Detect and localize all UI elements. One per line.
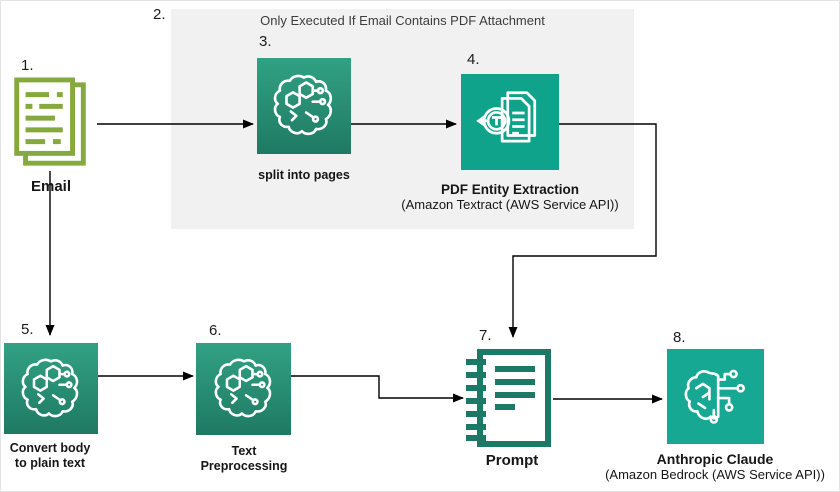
step-number-2: 2.: [153, 6, 166, 23]
text-preprocessing-label: Text Preprocessing: [200, 444, 288, 473]
convert-body-label: Convert body to plain text: [9, 441, 91, 470]
bedrock-brain-circuit-icon: [684, 369, 745, 424]
step-number-4: 4.: [467, 51, 480, 68]
convert-body-node: [4, 343, 98, 434]
pdf-entity-extraction-subtitle: (Amazon Textract (AWS Service API)): [401, 197, 619, 212]
pdf-entity-extraction-node: [461, 74, 559, 170]
text-preprocessing-node: [196, 343, 291, 435]
email-documents-icon: [14, 77, 86, 166]
pdf-entity-extraction-title: PDF Entity Extraction: [440, 182, 580, 197]
prompt-label: Prompt: [485, 452, 539, 469]
split-into-pages-label: split into pages: [258, 168, 350, 182]
prompt-notebook-icon: [466, 349, 551, 447]
textract-entity-extraction-icon: [476, 91, 537, 143]
arrow-preprocess-to-prompt: [291, 375, 464, 403]
anthropic-claude-label: Anthropic Claude (Amazon Bedrock (AWS Se…: [589, 451, 839, 483]
pdf-entity-extraction-label: PDF Entity Extraction (Amazon Textract (…: [387, 182, 633, 212]
step-number-6: 6.: [209, 322, 222, 339]
anthropic-claude-node: [667, 349, 764, 444]
email-label: Email: [30, 178, 72, 195]
ml-brain-icon: [214, 358, 271, 418]
anthropic-claude-subtitle: (Amazon Bedrock (AWS Service API)): [605, 467, 825, 482]
region-title: Only Executed If Email Contains PDF Atta…: [260, 13, 545, 28]
split-into-pages-node: [257, 58, 351, 154]
prompt-node: [463, 347, 555, 449]
ml-brain-icon: [21, 358, 79, 417]
step-number-7: 7.: [479, 327, 492, 344]
ml-brain-icon: [273, 74, 333, 136]
step-number-3: 3.: [259, 33, 272, 50]
anthropic-claude-title: Anthropic Claude: [656, 451, 774, 467]
step-number-8: 8.: [673, 329, 686, 346]
email-node: [13, 77, 89, 171]
step-number-5: 5.: [21, 321, 34, 338]
step-number-1: 1.: [21, 57, 34, 74]
